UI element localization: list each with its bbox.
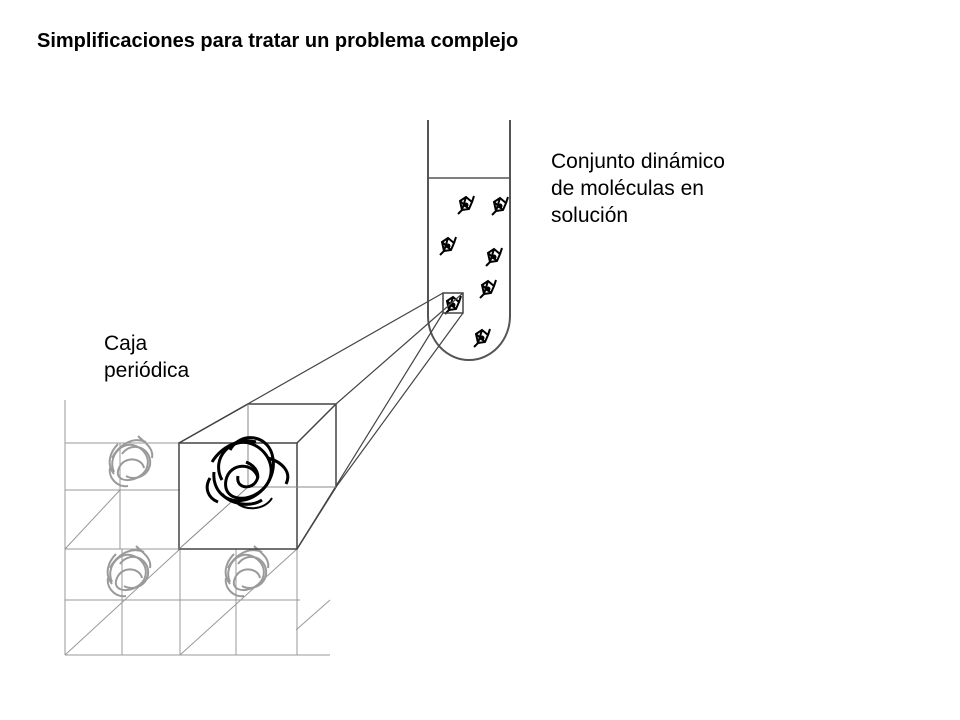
molecule-icon: [439, 236, 457, 256]
protein-coil-icon: [224, 545, 270, 598]
solution-molecules: [439, 195, 509, 348]
solution-label: Conjunto dinámico de moléculas en soluci…: [551, 148, 811, 229]
periodic-grid: [64, 400, 331, 656]
periodic-box-label-line-2: periódica: [104, 359, 190, 382]
periodic-box-label: Caja periódica: [104, 330, 244, 384]
solution-label-line-3: solución: [551, 204, 629, 227]
molecule-icon: [491, 196, 509, 216]
protein-coil-icon: [205, 436, 290, 510]
molecule-icon: [479, 279, 497, 299]
solution-label-line-2: de moléculas en: [551, 177, 704, 200]
test-tube-icon: [427, 120, 511, 361]
molecule-icon: [473, 328, 491, 348]
periodic-box-label-line-1: Caja: [104, 332, 148, 355]
solution-label-line-1: Conjunto dinámico: [551, 150, 725, 173]
selection-box: [442, 292, 464, 314]
periodic-copies: [106, 435, 270, 598]
molecule-icon: [485, 247, 503, 267]
molecule-icon: [457, 195, 475, 215]
molecule-icon: [444, 295, 462, 315]
protein-coil-icon: [108, 435, 154, 488]
protein-coil-icon: [106, 545, 152, 598]
slide-title: Simplificaciones para tratar un problema…: [37, 30, 519, 52]
